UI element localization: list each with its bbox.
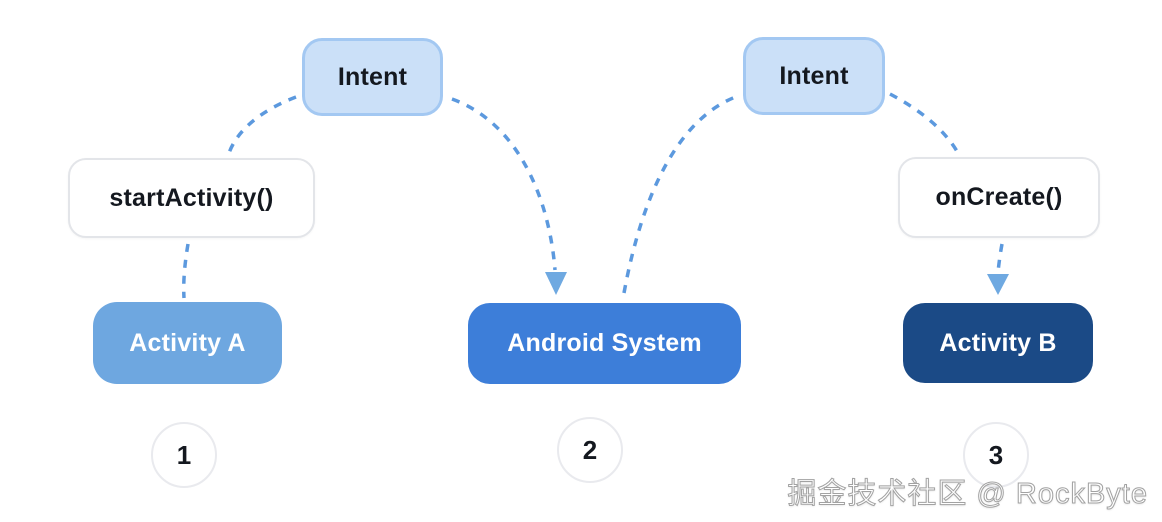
arrowhead-android-system [545, 272, 567, 295]
step-2-number: 2 [582, 434, 598, 465]
activity-b-node: Activity B [903, 303, 1093, 383]
on-create-label: onCreate() [935, 183, 1063, 211]
intent-right-label: Intent [779, 61, 849, 90]
edge-intent-left-to-android-system [451, 97, 557, 271]
step-3-number: 3 [988, 439, 1004, 470]
edge-intent-left-to-start-activity [226, 95, 297, 157]
arrowhead-activity-b [987, 274, 1009, 295]
edge-on-create-to-activity-b [996, 243, 1004, 273]
on-create-node: onCreate() [898, 157, 1100, 238]
edge-android-system-to-intent-right [622, 94, 739, 294]
activity-a-label: Activity A [129, 328, 246, 357]
intent-node-right: Intent [743, 37, 885, 115]
start-activity-label: startActivity() [109, 183, 274, 212]
start-activity-node: startActivity() [68, 158, 315, 238]
step-1-number: 1 [176, 439, 192, 470]
step-badge-1: 1 [151, 422, 217, 488]
edge-intent-right-to-on-create [889, 92, 960, 154]
android-system-node: Android System [468, 303, 741, 384]
activity-a-node: Activity A [93, 302, 282, 384]
edge-start-activity-to-activity-a [182, 243, 190, 299]
android-system-label: Android System [507, 329, 702, 357]
watermark: 掘金技术社区 @ RockByte [787, 478, 1148, 511]
step-badge-3: 3 [963, 422, 1029, 488]
intent-node-left: Intent [302, 38, 443, 116]
intent-left-label: Intent [337, 62, 408, 91]
activity-b-label: Activity B [939, 328, 1057, 357]
step-badge-2: 2 [557, 417, 623, 483]
